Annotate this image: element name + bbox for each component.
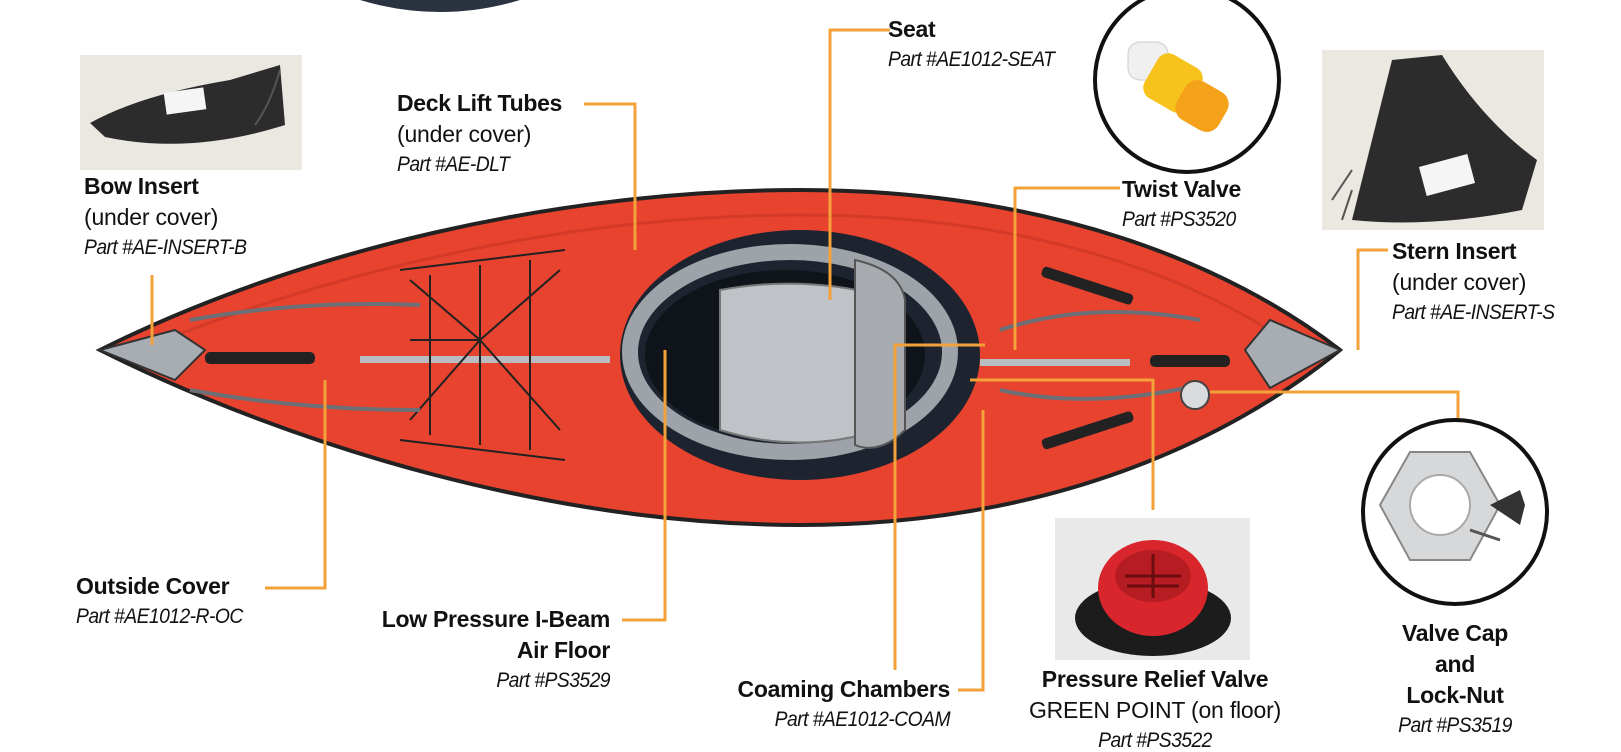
bow-insert-tip — [96, 328, 207, 382]
top-kayak-fragment — [360, 0, 520, 12]
deck-lift-title: Deck Lift Tubes — [397, 90, 563, 116]
pressure-relief-valve-photo — [1055, 518, 1250, 660]
outside-cover-title: Outside Cover — [76, 573, 230, 599]
deck-lift-part: Part #AE-DLT — [397, 153, 510, 176]
valve-on-deck — [1180, 380, 1210, 410]
twist-valve-title: Twist Valve — [1122, 176, 1241, 202]
stern-insert-label: Stern Insert (under cover) Part #AE-INSE… — [1392, 238, 1569, 324]
relief-valve-part: Part #PS3522 — [1098, 729, 1212, 752]
stern-handle — [1150, 355, 1230, 367]
relief-valve-note: GREEN POINT (on floor) — [1028, 697, 1282, 723]
deck-handle-2 — [1041, 411, 1134, 450]
deck-tube-front — [360, 356, 610, 363]
stern-insert-note: (under cover) — [1392, 269, 1527, 295]
valve-cap-title-1: Valve Cap — [1402, 620, 1508, 646]
bungee-front — [399, 249, 566, 461]
outside-cover-part: Part #AE1012-R-OC — [76, 605, 243, 628]
coaming-title: Coaming Chambers — [737, 676, 951, 702]
bow-insert-title: Bow Insert — [84, 173, 199, 199]
air-floor-part: Part #PS3529 — [496, 669, 610, 692]
stern-insert-title: Stern Insert — [1392, 238, 1517, 264]
leader-lines — [150, 28, 1460, 692]
seat-title: Seat — [888, 16, 936, 42]
valve-cap-label: Valve Cap and Lock-Nut Part #PS3519 — [1380, 620, 1530, 737]
kayak-hull — [95, 187, 1344, 528]
deck-lift-note: (under cover) — [397, 121, 532, 147]
bow-insert-part: Part #AE-INSERT-B — [84, 236, 247, 259]
coaming-part: Part #AE1012-COAM — [774, 708, 951, 731]
twist-valve-label: Twist Valve Part #PS3520 — [1122, 176, 1246, 231]
air-floor-label: Low Pressure I-Beam Air Floor Part #PS35… — [360, 606, 611, 692]
twist-valve-part: Part #PS3520 — [1122, 208, 1236, 231]
twist-valve-detail — [1093, 0, 1281, 174]
bow-insert-note: (under cover) — [84, 204, 219, 230]
relief-valve-title: Pressure Relief Valve — [1041, 666, 1269, 692]
outside-cover-label: Outside Cover Part #AE1012-R-OC — [76, 573, 257, 628]
bow-insert-label: Bow Insert (under cover) Part #AE-INSERT… — [84, 173, 261, 259]
deck-lift-label: Deck Lift Tubes (under cover) Part #AE-D… — [397, 90, 563, 176]
valve-cap-title-2: and — [1435, 651, 1475, 677]
valve-cap-detail — [1361, 418, 1549, 606]
coaming-tube — [622, 244, 958, 460]
bow-insert-photo — [80, 55, 302, 170]
air-floor-title-1: Low Pressure I-Beam — [381, 606, 611, 632]
stern-insert-tip — [1243, 318, 1343, 390]
valve-cap-title-3: Lock-Nut — [1406, 682, 1504, 708]
valve-cap-part: Part #PS3519 — [1398, 714, 1512, 737]
deck-tube-rear — [980, 359, 1130, 366]
seat-part: Part #AE1012-SEAT — [888, 48, 1055, 71]
stern-insert-part: Part #AE-INSERT-S — [1392, 301, 1555, 324]
coaming-label: Coaming Chambers Part #AE1012-COAM — [700, 676, 951, 731]
bow-handle — [205, 352, 315, 364]
seat-back — [854, 258, 906, 449]
seat-label: Seat Part #AE1012-SEAT — [888, 16, 1069, 71]
deck-handle-1 — [1041, 266, 1134, 305]
relief-valve-label: Pressure Relief Valve GREEN POINT (on fl… — [1010, 666, 1300, 752]
stern-insert-photo — [1322, 50, 1544, 230]
air-floor-title-2: Air Floor — [516, 637, 610, 663]
